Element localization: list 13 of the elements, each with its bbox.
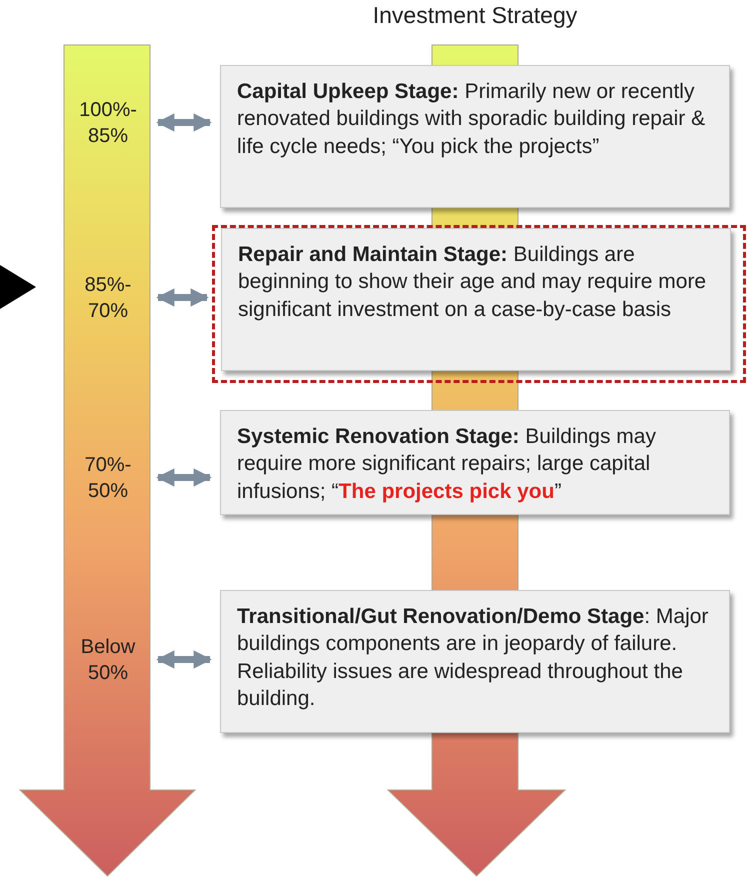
double-arrow bbox=[156, 468, 212, 487]
percent-range: Below 50% bbox=[68, 622, 148, 697]
double-arrow bbox=[156, 650, 212, 669]
stage-box: Systemic Renovation Stage: Buildings may require more significant repairs; large capital infusions; “The projects pick you” bbox=[220, 410, 730, 515]
stage-box: Capital Upkeep Stage: Primarily new or recently renovated buildings with sporadic building repair & life cycle needs; “You pick the projects” bbox=[220, 65, 730, 208]
stage-box: Transitional/Gut Renovation/Demo Stage: Major buildings components are in jeopardy of failure. Reliability issues are widespread throughout the building. bbox=[220, 590, 730, 733]
diagram-title: Investment Strategy bbox=[372, 2, 578, 29]
percent-range: 100%- 85% bbox=[68, 85, 148, 160]
percent-range: 85%- 70% bbox=[68, 260, 148, 335]
percent-range: 70%- 50% bbox=[68, 440, 148, 515]
stage-box: Repair and Maintain Stage: Buildings are beginning to show their age and may require more significant investment on a case-by-case basis bbox=[221, 228, 731, 371]
double-arrow bbox=[156, 288, 209, 307]
double-arrow bbox=[156, 113, 212, 132]
